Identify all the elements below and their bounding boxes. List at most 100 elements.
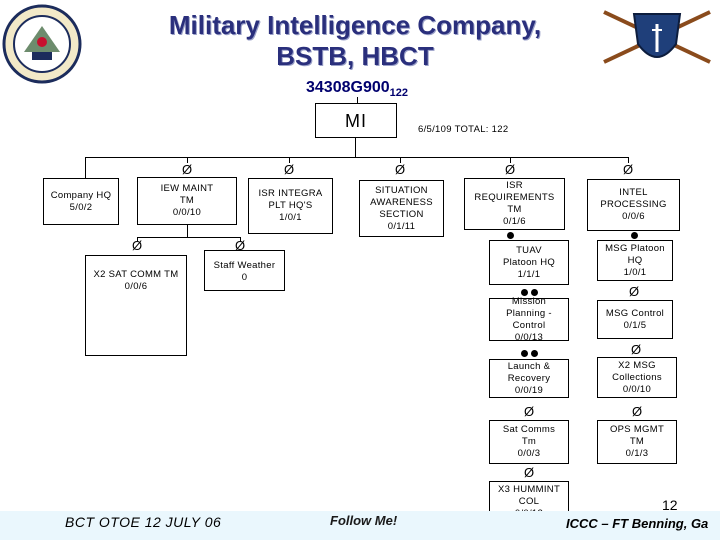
title-line-1: Military Intelligence Company, [168,10,542,40]
team-indicator-dot [630,232,638,239]
unit-name: Staff Weather [213,260,276,271]
connector [85,157,86,178]
unit-strength: 5/0/2 [69,201,93,213]
squad-indicator-dot [530,289,538,296]
unit-name: SITUATION [375,184,428,196]
connector [137,237,138,241]
footer-org: ICCC – FT Benning, Ga [566,516,709,531]
tuav-platoon-box: TUAV Platoon HQ 1/1/1 [489,240,569,285]
slashed-zero-symbol: Ø [234,238,246,253]
unit-name: MSG Platoon [605,242,665,254]
msg-control-box: MSG Control 0/1/5 [597,300,673,339]
unit-strength: 1/1/1 [517,268,541,280]
unit-name: ISR INTEGRA [258,188,323,199]
squad-indicator-dot [520,289,528,296]
msg-platoon-box: MSG Platoon HQ 1/0/1 [597,240,673,281]
unit-name: X2 MSG [618,359,656,371]
unit-name: TUAV [516,244,542,256]
total-strength: 6/5/109 TOTAL: 122 [418,124,509,135]
company-hq-box: Company HQ 5/0/2 [43,178,119,225]
unit-name: TM [179,195,195,206]
unit-name: COL [518,495,540,507]
footer-bar [0,511,720,540]
unit-strength: 0/0/6 [622,211,645,222]
mi-label: MI [345,110,367,131]
unit-strength: 0/0/10 [622,383,652,395]
unit-name: TM [629,436,645,447]
unit-name: Sat Comms [502,424,556,435]
squad-indicator-dot [520,350,528,357]
unit-strength: 1/0/1 [623,266,647,278]
slashed-zero-symbol: Ø [622,162,634,177]
army-seal-icon [2,4,82,84]
unit-strength: 0 [241,272,248,283]
launch-recovery-box: Launch & Recovery 0/0/19 [489,359,569,398]
unit-strength: 0/0/6 [124,281,148,292]
squad-indicator-dot [530,350,538,357]
unit-name: Platoon HQ [502,256,556,268]
unit-strength: 0/1/6 [503,216,526,227]
unit-name: REQUIREMENTS [474,192,555,203]
sat-comms-box: Sat Comms Tm 0/0/3 [489,420,569,464]
connector [85,157,629,158]
unit-name: SECTION [379,208,424,220]
situation-awareness-box: SITUATION AWARENESS SECTION 0/1/11 [359,180,444,237]
staff-weather-box: Staff Weather 0 [204,250,285,291]
mi-company-box: MI [315,103,397,138]
slashed-zero-symbol: Ø [631,404,643,419]
connector [137,237,241,238]
x2-msg-collections-box: X2 MSG Collections 0/0/10 [597,357,677,398]
connector [240,237,241,241]
unit-strength: 0/0/10 [172,207,202,218]
team-indicator-dot [506,232,514,239]
unit-name: IEW MAINT [160,183,214,194]
slashed-zero-symbol: Ø [131,238,143,253]
unit-name: AWARENESS [370,196,433,208]
slashed-zero-symbol: Ø [523,404,535,419]
connector [357,97,358,103]
unit-name: PLT HQ'S [268,200,313,211]
slashed-zero-symbol: Ø [523,465,535,480]
unit-code-main: 34308G900 [306,79,390,96]
intel-processing-box: INTEL PROCESSING 0/0/6 [587,179,680,231]
slashed-zero-symbol: Ø [628,284,640,299]
connector [400,157,401,163]
unit-name: Planning - [506,307,552,319]
slashed-zero-symbol: Ø [504,162,516,177]
unit-name: ISR [506,180,523,191]
unit-name: Collections [612,371,662,383]
unit-name: Tm [521,436,537,447]
title-line-2: BSTB, HBCT [276,41,434,71]
unit-name: X2 SAT COMM TM [93,269,179,280]
unit-code: 34308G900122 [306,79,408,99]
unit-name: Company HQ [50,189,112,201]
unit-name: INTEL [619,187,648,198]
unit-name: Mission [511,295,547,307]
isr-integra-box: ISR INTEGRA PLT HQ'S 1/0/1 [248,178,333,234]
ops-mgmt-box: OPS MGMT TM 0/1/3 [597,420,677,464]
unit-name: X3 HUMMINT [497,483,561,495]
footer-motto: Follow Me! [330,513,398,528]
connector [355,137,356,157]
slashed-zero-symbol: Ø [630,342,642,357]
unit-code-sub: 122 [389,87,408,99]
slashed-zero-symbol: Ø [394,162,406,177]
unit-strength: 0/0/3 [517,448,541,459]
page-number: 12 [662,497,678,513]
unit-name: PROCESSING [600,199,667,210]
unit-name: MSG Control [605,307,665,319]
x2-sat-comm-box: X2 SAT COMM TM 0/0/6 [85,255,187,356]
slashed-zero-symbol: Ø [283,162,295,177]
unit-strength: 0/0/19 [514,384,544,396]
mission-planning-box: Mission Planning - Control 0/0/13 [489,295,569,343]
unit-name: Recovery [507,372,551,384]
connector [289,157,290,163]
unit-strength: 0/1/3 [625,448,649,459]
unit-name: TM [507,204,522,215]
page-title: Military Intelligence Company, BSTB, HBC… [150,10,560,72]
unit-strength: 0/1/11 [387,220,416,232]
unit-strength: 0/1/5 [623,319,647,331]
footer-date: BCT OTOE 12 JULY 06 [65,514,222,530]
slashed-zero-symbol: Ø [181,162,193,177]
isr-requirements-box: ISR REQUIREMENTS TM 0/1/6 [464,178,565,230]
